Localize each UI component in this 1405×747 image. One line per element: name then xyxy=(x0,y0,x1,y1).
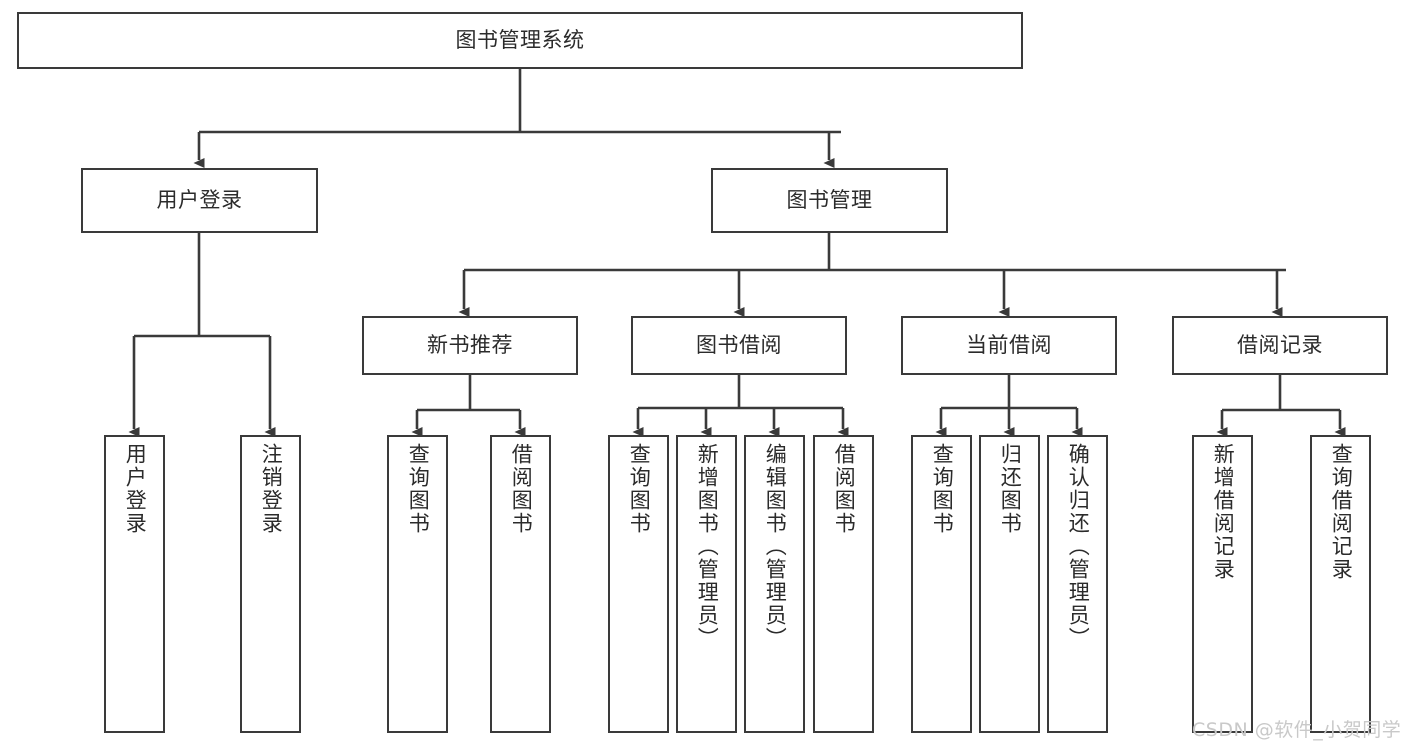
node-label: 确认归还（管理员） xyxy=(1066,443,1091,650)
node-label: 用户登录 xyxy=(123,443,148,535)
leaf-current-borrow-return[interactable]: 归还图书 xyxy=(979,435,1040,733)
node-label: 借阅图书 xyxy=(509,443,534,535)
node-new-book-recommend[interactable]: 新书推荐 xyxy=(362,316,578,375)
leaf-user-login-login[interactable]: 用户登录 xyxy=(104,435,165,733)
node-user-login[interactable]: 用户登录 xyxy=(81,168,318,233)
node-label: 新增借阅记录 xyxy=(1211,443,1236,581)
node-label: 用户登录 xyxy=(156,188,243,213)
node-label: 借阅图书 xyxy=(832,443,857,535)
node-label: 注销登录 xyxy=(259,443,284,535)
node-label: 查询图书 xyxy=(627,443,652,535)
leaf-book-borrow-borrow[interactable]: 借阅图书 xyxy=(813,435,874,733)
node-label: 新增图书（管理员） xyxy=(695,443,720,650)
node-root-system[interactable]: 图书管理系统 xyxy=(17,12,1023,69)
leaf-new-book-query[interactable]: 查询图书 xyxy=(387,435,448,733)
node-label: 图书借阅 xyxy=(696,333,782,358)
node-label: 图书管理 xyxy=(786,188,873,213)
node-label: 归还图书 xyxy=(998,443,1023,535)
node-borrow-record[interactable]: 借阅记录 xyxy=(1172,316,1388,375)
leaf-current-borrow-confirm-return[interactable]: 确认归还（管理员） xyxy=(1047,435,1108,733)
node-label: 查询图书 xyxy=(406,443,431,535)
leaf-book-borrow-add[interactable]: 新增图书（管理员） xyxy=(676,435,737,733)
node-current-borrow[interactable]: 当前借阅 xyxy=(901,316,1117,375)
node-label: 编辑图书（管理员） xyxy=(763,443,788,650)
node-book-borrow[interactable]: 图书借阅 xyxy=(631,316,847,375)
leaf-borrow-record-add[interactable]: 新增借阅记录 xyxy=(1192,435,1253,733)
node-label: 新书推荐 xyxy=(427,333,513,358)
node-label: 查询图书 xyxy=(930,443,955,535)
leaf-borrow-record-query[interactable]: 查询借阅记录 xyxy=(1310,435,1371,733)
leaf-current-borrow-query[interactable]: 查询图书 xyxy=(911,435,972,733)
node-book-management[interactable]: 图书管理 xyxy=(711,168,948,233)
leaf-user-login-logout[interactable]: 注销登录 xyxy=(240,435,301,733)
leaf-book-borrow-query[interactable]: 查询图书 xyxy=(608,435,669,733)
node-label: 图书管理系统 xyxy=(455,28,585,53)
leaf-new-book-borrow[interactable]: 借阅图书 xyxy=(490,435,551,733)
leaf-book-borrow-edit[interactable]: 编辑图书（管理员） xyxy=(744,435,805,733)
node-label: 查询借阅记录 xyxy=(1329,443,1354,581)
node-label: 借阅记录 xyxy=(1237,333,1323,358)
node-label: 当前借阅 xyxy=(966,333,1052,358)
